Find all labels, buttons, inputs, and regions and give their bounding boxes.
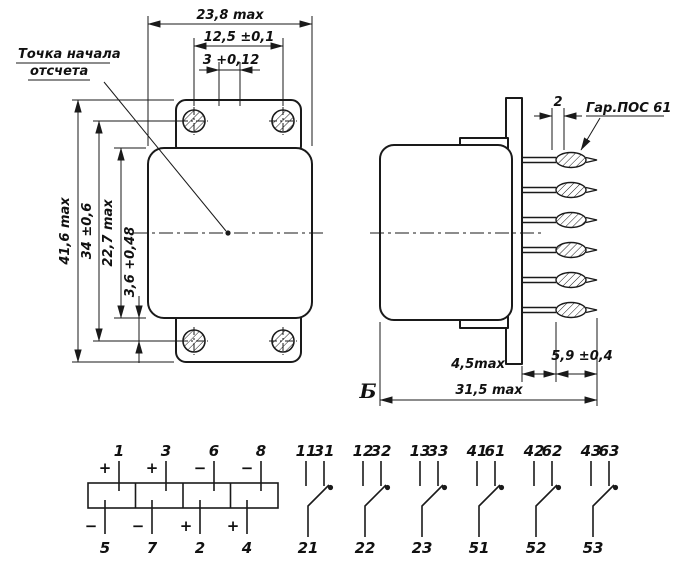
contact-symbol bbox=[419, 461, 444, 537]
dim-hole-spacing-text: 12,5 ±0,1 bbox=[204, 30, 275, 45]
coil-pin-polarity: + bbox=[99, 459, 112, 477]
contact-pin-number: 12 bbox=[353, 442, 374, 460]
coil-strip-dividers bbox=[134, 483, 232, 508]
coil-pin-polarity: + bbox=[146, 459, 159, 477]
contact-dot bbox=[555, 484, 562, 491]
pin bbox=[522, 186, 598, 194]
contact-pin-number: 21 bbox=[298, 539, 319, 557]
pin-row bbox=[522, 151, 598, 319]
reference-label-underline bbox=[16, 62, 110, 81]
coil-pin-polarity: + bbox=[227, 517, 240, 535]
reference-label-line2: отсчета bbox=[30, 64, 88, 79]
coil-pin-number: 1 bbox=[114, 442, 124, 460]
solder-blob bbox=[555, 271, 587, 289]
contact-groups: 11 31 21 12 32 22 13 33 23 41 61 51 42 6… bbox=[296, 442, 620, 557]
contact-pin-number: 51 bbox=[469, 539, 490, 557]
front-vertical-dimensions: 41,6 max 34 ±0,6 22,7 max 3,6 +0,48 bbox=[58, 99, 183, 363]
dim-width-text: 23,8 max bbox=[196, 8, 264, 23]
contact-pin-number: 63 bbox=[599, 442, 620, 460]
coil-pin-polarity: − bbox=[194, 459, 207, 477]
solder-note: Гар.ПОС 61 bbox=[580, 101, 671, 151]
coil-pin-number: 4 bbox=[241, 539, 252, 557]
coil-top-pin-leads bbox=[118, 461, 262, 491]
contact-pin-number: 52 bbox=[526, 539, 547, 557]
pin bbox=[522, 156, 598, 164]
coil-pin-polarity: − bbox=[85, 517, 98, 535]
solder-blob bbox=[555, 211, 587, 229]
coil-bottom-pin-leads bbox=[104, 500, 248, 534]
dim-pin-width: 2 bbox=[534, 95, 582, 150]
coil-pin-number: 3 bbox=[161, 442, 171, 460]
extension-lines bbox=[147, 16, 313, 146]
dim-blob-length-text: 4,5max bbox=[450, 357, 505, 372]
contact-pin-number: 43 bbox=[580, 442, 602, 460]
contact-pin-number: 32 bbox=[371, 442, 392, 460]
contact-dot bbox=[612, 484, 619, 491]
contact-symbol bbox=[305, 461, 330, 537]
contact-pin-number: 53 bbox=[583, 539, 604, 557]
contact-symbol bbox=[476, 461, 501, 537]
contact-pin-number: 13 bbox=[410, 442, 431, 460]
contact-dot bbox=[498, 484, 505, 491]
solder-note-leader bbox=[580, 117, 601, 151]
contact-pin-number: 41 bbox=[466, 442, 488, 460]
reference-label-line1: Точка начала bbox=[18, 47, 121, 62]
dim-hole-span-text: 34 ±0,6 bbox=[80, 203, 95, 260]
view-label-b: Б bbox=[358, 379, 376, 403]
pin bbox=[522, 306, 598, 314]
front-horizontal-dimensions: 23,8 max 12,5 ±0,1 3 +0,12 bbox=[147, 8, 313, 146]
side-view: 2 Гар.ПОС 61 4,5max 5,9 ±0,4 31,5 max Б bbox=[358, 95, 671, 406]
dim-body-height-text: 22,7 max bbox=[101, 199, 116, 267]
dim-pin-length-text: 5,9 ±0,4 bbox=[551, 349, 612, 364]
contact-pin-number: 22 bbox=[355, 539, 376, 557]
contact-pin-number: 42 bbox=[523, 442, 545, 460]
pin bbox=[522, 246, 598, 254]
contact-pin-number: 33 bbox=[428, 442, 449, 460]
reference-leader-line bbox=[103, 81, 227, 232]
dim-offset-text: 3 +0,12 bbox=[203, 53, 260, 68]
contact-symbol bbox=[590, 461, 615, 537]
dim-height-text: 41,6 max bbox=[58, 197, 73, 266]
coil-pin-number: 2 bbox=[195, 539, 205, 557]
coil-block: 1 3 6 8 + + − − − − + + 5 7 2 4 bbox=[85, 442, 279, 557]
coil-pin-polarity: + bbox=[180, 517, 193, 535]
dim-flange-offset-text: 3,6 +0,48 bbox=[123, 227, 138, 298]
extension-lines bbox=[551, 108, 565, 150]
solder-blob bbox=[555, 301, 587, 319]
coil-pin-number: 8 bbox=[256, 442, 266, 460]
pin bbox=[522, 276, 598, 284]
coil-pin-number: 6 bbox=[209, 442, 219, 460]
front-view bbox=[103, 81, 326, 363]
contact-pin-number: 62 bbox=[542, 442, 563, 460]
solder-blob bbox=[555, 151, 587, 169]
reference-label: Точка начала отсчета bbox=[16, 47, 121, 81]
contact-pin-number: 11 bbox=[296, 442, 317, 460]
contact-pin-number: 23 bbox=[412, 539, 433, 557]
solder-blob bbox=[555, 181, 587, 199]
contact-dot bbox=[327, 484, 334, 491]
solder-blob bbox=[555, 241, 587, 259]
coil-pin-number: 7 bbox=[147, 539, 158, 557]
contact-pin-number: 61 bbox=[485, 442, 506, 460]
side-bottom-dimensions: 4,5max 5,9 ±0,4 31,5 max bbox=[379, 318, 613, 406]
contact-symbol bbox=[362, 461, 387, 537]
solder-note-text: Гар.ПОС 61 bbox=[586, 101, 671, 116]
coil-pin-polarity: − bbox=[241, 459, 254, 477]
dim-pin-width-text: 2 bbox=[553, 95, 562, 110]
reference-point-dot bbox=[225, 230, 231, 236]
coil-pin-polarity: − bbox=[132, 517, 145, 535]
contact-dot bbox=[441, 484, 448, 491]
contact-symbol bbox=[533, 461, 558, 537]
contact-pin-number: 31 bbox=[314, 442, 335, 460]
dim-depth-text: 31,5 max bbox=[455, 383, 523, 398]
coil-pin-number: 5 bbox=[100, 539, 110, 557]
pin bbox=[522, 216, 598, 224]
contact-dot bbox=[384, 484, 391, 491]
